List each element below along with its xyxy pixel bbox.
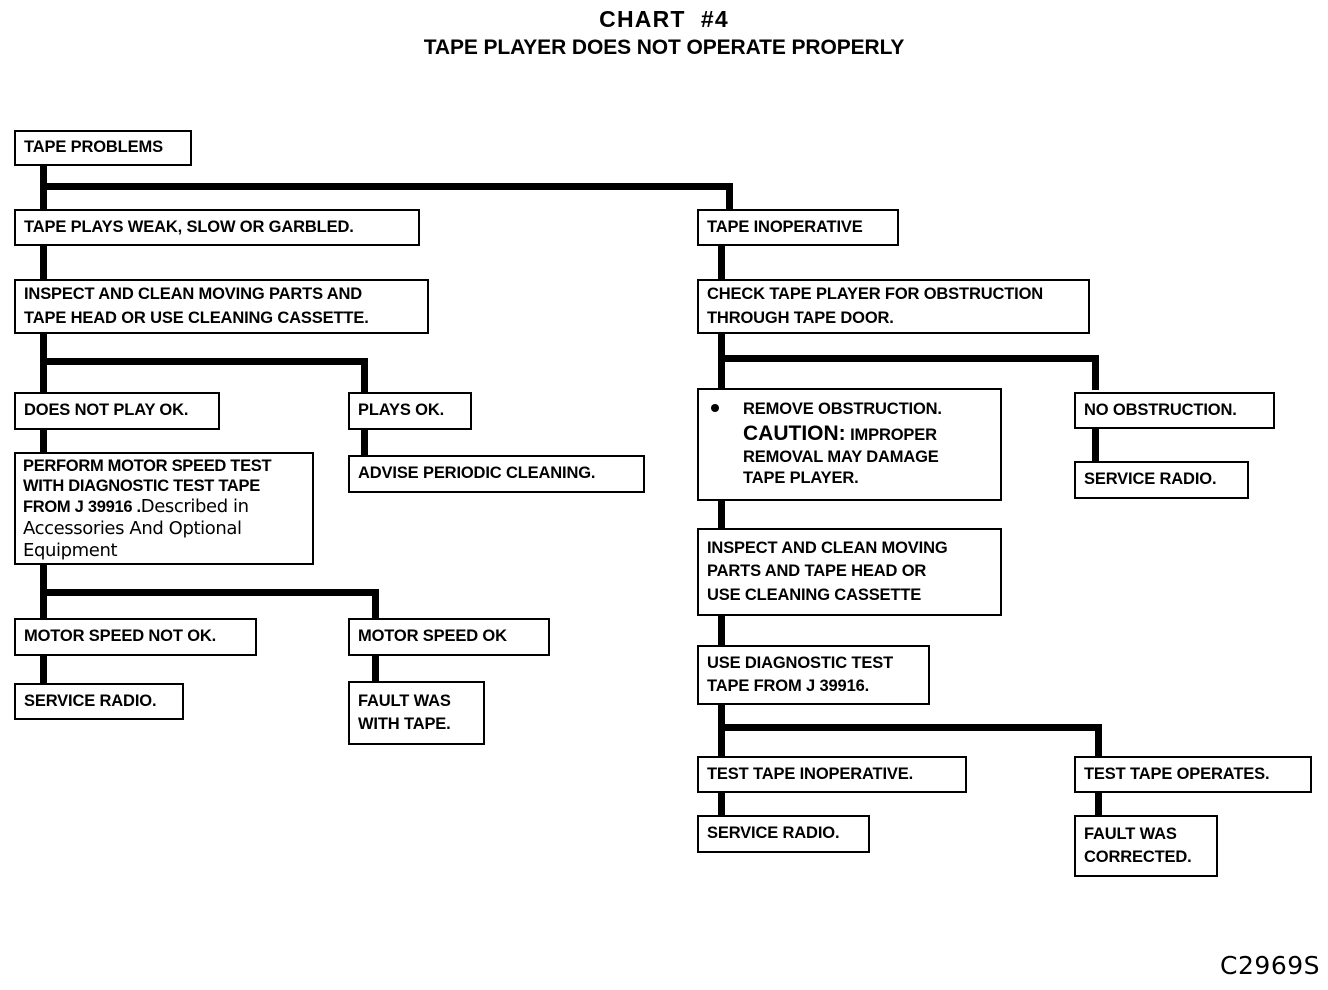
node-label: SERVICE RADIO. [24,691,157,710]
node-label-line3-part-a: FROM J 39916 . [23,498,141,517]
node-label: SERVICE RADIO. [707,824,840,843]
node-label: TAPE INOPERATIVE [707,217,863,236]
node-test-tape-inoperative[interactable]: TEST TAPE INOPERATIVE. [697,756,967,793]
node-label: TAPE PLAYS WEAK, SLOW OR GARBLED. [24,217,354,236]
connector-ttinop-service [718,789,725,817]
caution-rest: IMPROPER [845,425,937,444]
node-tape-plays-weak[interactable]: TAPE PLAYS WEAK, SLOW OR GARBLED. [14,209,420,246]
node-label: NO OBSTRUCTION. [1084,400,1237,419]
connector-inspect-usediag [718,616,725,646]
connector-inspect-down [40,331,47,363]
connector-ttop-faultcorr [1095,789,1102,815]
connector-speedok-fault [372,654,379,682]
node-remove-obstruction-caution[interactable]: REMOVE OBSTRUCTION. CAUTION: IMPROPER RE… [697,388,1002,501]
connector-weak-inspect [40,243,47,279]
connector-to-playsok [361,358,368,394]
node-label-line2: CAUTION: IMPROPER [709,421,994,448]
node-label-line2: WITH TAPE. [358,715,451,733]
node-label-line2: WITH DIAGNOSTIC TEST TAPE [23,476,260,495]
node-label-line2: THROUGH TAPE DOOR. [707,308,894,327]
node-plays-ok[interactable]: PLAYS OK. [348,392,472,430]
node-label: MOTOR SPEED NOT OK. [24,627,217,646]
node-service-radio-right-2[interactable]: SERVICE RADIO. [697,815,870,853]
connector-to-ttinop [718,724,725,757]
connector-inop-check [718,243,725,279]
connector-root-split [40,183,733,190]
node-label-line3-part-b: Described in [140,496,249,518]
node-label-line1: FAULT WAS [1084,824,1177,843]
caution-keyword: CAUTION: [743,421,846,445]
node-inspect-clean-right[interactable]: INSPECT AND CLEAN MOVING PARTS AND TAPE … [697,528,1002,616]
connector-noobstr-service [1092,427,1099,461]
connector-root-down [40,163,47,189]
connector-removeobstr-inspect [718,499,725,529]
connector-inspect-split [40,358,368,365]
node-label: PLAYS OK. [358,401,445,420]
page-title: CHART #4 [599,6,729,32]
connector-perform-down [40,562,47,594]
node-label: TAPE PROBLEMS [24,138,163,157]
node-label-line1: REMOVE OBSTRUCTION. [709,399,994,420]
connector-perform-split [40,589,379,596]
node-label-line1: FAULT WAS [358,691,451,710]
node-tape-inoperative[interactable]: TAPE INOPERATIVE [697,209,899,246]
node-perform-motor-speed-test[interactable]: PERFORM MOTOR SPEED TEST WITH DIAGNOSTIC… [14,452,314,565]
node-label: DOES NOT PLAY OK. [24,401,189,420]
connector-to-inop [726,183,733,210]
figure-code: C2969S [1220,951,1320,980]
connector-check-down [718,331,725,359]
node-label-line3: REMOVAL MAY DAMAGE [743,448,939,467]
node-label-line1-text: REMOVE OBSTRUCTION. [743,400,942,419]
connector-to-noobstr [1092,355,1099,390]
node-does-not-play-ok[interactable]: DOES NOT PLAY OK. [14,392,220,430]
bullet-icon [711,404,719,413]
node-fault-was-with-tape[interactable]: FAULT WAS WITH TAPE. [348,681,485,745]
node-label: TEST TAPE OPERATES. [1084,764,1270,783]
node-label-line3: USE CLEANING CASSETTE [707,585,922,604]
node-motor-speed-not-ok[interactable]: MOTOR SPEED NOT OK. [14,618,257,656]
connector-to-removeobstr [718,355,725,390]
node-label-line2: TAPE FROM J 39916. [707,677,870,695]
page-subtitle: TAPE PLAYER DOES NOT OPERATE PROPERLY [423,36,905,59]
node-label: SERVICE RADIO. [1084,470,1217,489]
node-motor-speed-ok[interactable]: MOTOR SPEED OK [348,618,550,656]
node-label: TEST TAPE INOPERATIVE. [707,764,914,783]
node-label-line1: USE DIAGNOSTIC TEST [707,653,893,672]
node-check-tape-player-obstruction[interactable]: CHECK TAPE PLAYER FOR OBSTRUCTION THROUG… [697,279,1090,334]
node-label-line1: PERFORM MOTOR SPEED TEST [23,456,272,475]
node-label-line2: TAPE HEAD OR USE CLEANING CASSETTE. [24,308,369,327]
node-tape-problems[interactable]: TAPE PROBLEMS [14,130,192,166]
node-label-line5: Equipment [23,540,118,562]
node-label-line1: INSPECT AND CLEAN MOVING PARTS AND [24,285,363,304]
node-use-diagnostic-test-tape[interactable]: USE DIAGNOSTIC TEST TAPE FROM J 39916. [697,645,930,705]
connector-to-weak [40,183,47,210]
connector-speednotok-service [40,654,47,685]
connector-playsok-advise [361,427,368,455]
connector-to-speedok [372,589,379,620]
connector-to-speednotok [40,589,47,620]
node-label-line2: CORRECTED. [1084,848,1192,866]
node-label-line1: INSPECT AND CLEAN MOVING [707,538,948,557]
connector-notplayok-perform [40,427,47,453]
node-label-line3: FROM J 39916 .Described in [23,496,307,518]
node-label-line2: PARTS AND TAPE HEAD OR [707,562,927,581]
connector-to-ttop [1095,724,1102,757]
node-service-radio-left[interactable]: SERVICE RADIO. [14,683,184,720]
connector-usediag-down [718,690,725,728]
node-label-line4: Accessories And Optional [23,518,242,540]
node-label: MOTOR SPEED OK [358,627,507,646]
node-advise-periodic-cleaning[interactable]: ADVISE PERIODIC CLEANING. [348,455,645,493]
connector-to-notplayok [40,358,47,394]
node-fault-was-corrected[interactable]: FAULT WAS CORRECTED. [1074,815,1218,877]
connector-check-split [718,355,1099,362]
node-test-tape-operates[interactable]: TEST TAPE OPERATES. [1074,756,1312,793]
node-service-radio-right-1[interactable]: SERVICE RADIO. [1074,461,1249,499]
node-label-line1: CHECK TAPE PLAYER FOR OBSTRUCTION [707,285,1044,304]
node-no-obstruction[interactable]: NO OBSTRUCTION. [1074,392,1275,429]
node-label-line4: TAPE PLAYER. [743,469,859,488]
node-label: ADVISE PERIODIC CLEANING. [358,464,596,483]
node-inspect-clean-left[interactable]: INSPECT AND CLEAN MOVING PARTS AND TAPE … [14,279,429,334]
connector-usediag-split [718,724,1102,731]
